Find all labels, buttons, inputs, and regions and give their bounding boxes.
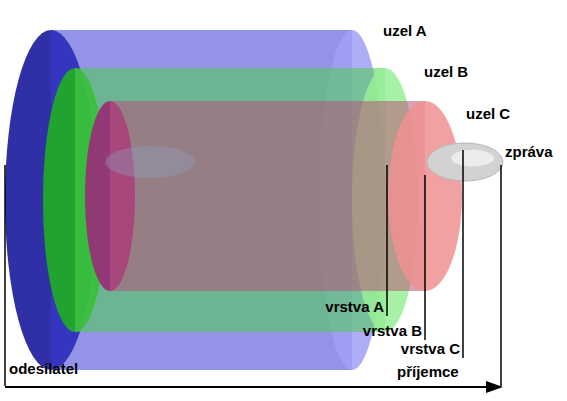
recipient-line xyxy=(500,165,502,386)
layer-a-line xyxy=(386,165,388,316)
layer-b-line xyxy=(424,175,426,340)
endpoint-label: příjemce xyxy=(397,363,459,380)
cylinder-body xyxy=(110,101,425,291)
direction-arrow xyxy=(5,386,488,388)
inner-message xyxy=(105,146,195,178)
message-highlight xyxy=(451,150,494,167)
layer-label: vrstva A xyxy=(325,298,384,315)
message-shape xyxy=(427,143,503,181)
layer-c-line xyxy=(462,150,464,358)
node-label: zpráva xyxy=(505,143,553,160)
layer-label: vrstva C xyxy=(401,340,460,357)
node-label: uzel A xyxy=(383,22,427,39)
shape-outline xyxy=(85,101,462,291)
node-label: uzel B xyxy=(424,63,468,80)
shape-outline xyxy=(427,143,503,181)
arrow-head xyxy=(486,381,503,393)
node-c-cylinder: uzel Czpráva xyxy=(85,101,462,291)
node-a-cylinder: uzel Auzel Buzel Czpráva xyxy=(5,30,385,370)
node-b-cylinder: uzel Buzel Czpráva xyxy=(43,68,418,332)
node-label: uzel C xyxy=(466,105,510,122)
layer-label: vrstva B xyxy=(363,322,422,339)
message-ellipse: zpráva xyxy=(427,143,503,181)
endpoint-label: odesílatel xyxy=(9,360,78,377)
sender-line xyxy=(4,165,6,386)
